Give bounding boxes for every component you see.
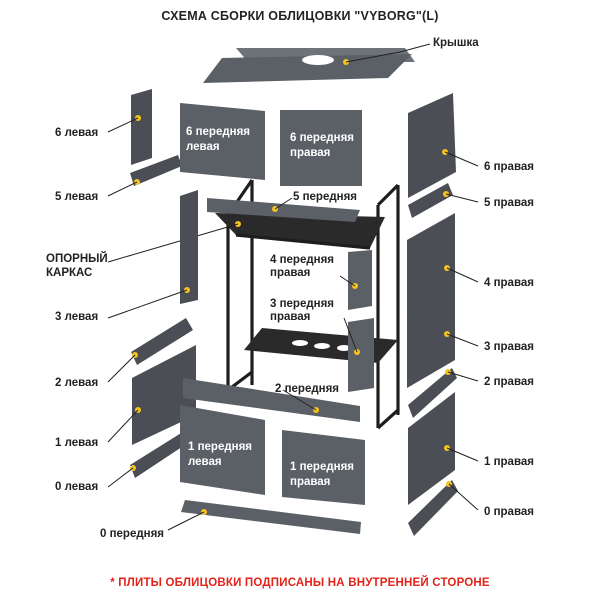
panel-6-front-left: 6 передняя левая bbox=[180, 103, 265, 180]
svg-text:6 передняя: 6 передняя bbox=[186, 126, 250, 138]
label-right-5: 5 правая bbox=[484, 197, 534, 209]
label-left-5: 5 левая bbox=[55, 191, 98, 203]
svg-text:правая: правая bbox=[290, 147, 330, 159]
label-right-4: 4 правая bbox=[484, 277, 534, 289]
svg-text:левая: левая bbox=[188, 456, 222, 468]
diagram-title: СХЕМА СБОРКИ ОБЛИЦОВКИ "VYBORG"(L) bbox=[161, 9, 438, 23]
panel-front-0 bbox=[181, 500, 361, 534]
label-left-6: 6 левая bbox=[55, 127, 98, 139]
label-right-6: 6 правая bbox=[484, 161, 534, 173]
label-right-1: 1 правая bbox=[484, 456, 534, 468]
label-left-3: 3 левая bbox=[55, 311, 98, 323]
label-front-3a: 3 передняя bbox=[270, 298, 334, 310]
svg-text:6 передняя: 6 передняя bbox=[290, 132, 354, 144]
label-front-4b: правая bbox=[270, 267, 310, 279]
label-right-0: 0 правая bbox=[484, 506, 534, 518]
svg-text:левая: левая bbox=[186, 141, 220, 153]
svg-text:1 передняя: 1 передняя bbox=[188, 441, 252, 453]
label-frame-1: ОПОРНЫЙ bbox=[46, 252, 108, 265]
label-left-2: 2 левая bbox=[55, 377, 98, 389]
svg-text:правая: правая bbox=[290, 476, 330, 488]
svg-text:1 передняя: 1 передняя bbox=[290, 461, 354, 473]
panel-right-6 bbox=[408, 93, 456, 198]
panel-left-6 bbox=[131, 89, 152, 165]
panel-front-4-right bbox=[348, 250, 372, 310]
label-front-5: 5 передняя bbox=[293, 191, 357, 203]
lid-panel bbox=[203, 48, 415, 83]
footnote: * ПЛИТЫ ОБЛИЦОВКИ ПОДПИСАНЫ НА ВНУТРЕННЕ… bbox=[110, 576, 490, 589]
panel-1-front-left: 1 передняя левая bbox=[180, 405, 265, 495]
label-front-2: 2 передняя bbox=[275, 383, 339, 395]
label-front-3b: правая bbox=[270, 311, 310, 323]
label-right-3: 3 правая bbox=[484, 341, 534, 353]
label-front-4a: 4 передняя bbox=[270, 254, 334, 266]
panel-front-3-right bbox=[348, 318, 374, 392]
label-left-0: 0 левая bbox=[55, 481, 98, 493]
panel-left-3 bbox=[180, 190, 198, 304]
label-front-0: 0 передняя bbox=[100, 528, 164, 540]
panel-right-1 bbox=[408, 392, 455, 505]
label-right-2: 2 правая bbox=[484, 376, 534, 388]
label-frame-2: КАРКАС bbox=[46, 267, 92, 279]
label-lid: Крышка bbox=[433, 37, 479, 49]
panel-1-front-right: 1 передняя правая bbox=[282, 430, 365, 505]
panel-6-front-right: 6 передняя правая bbox=[280, 110, 362, 186]
label-left-1: 1 левая bbox=[55, 437, 98, 449]
